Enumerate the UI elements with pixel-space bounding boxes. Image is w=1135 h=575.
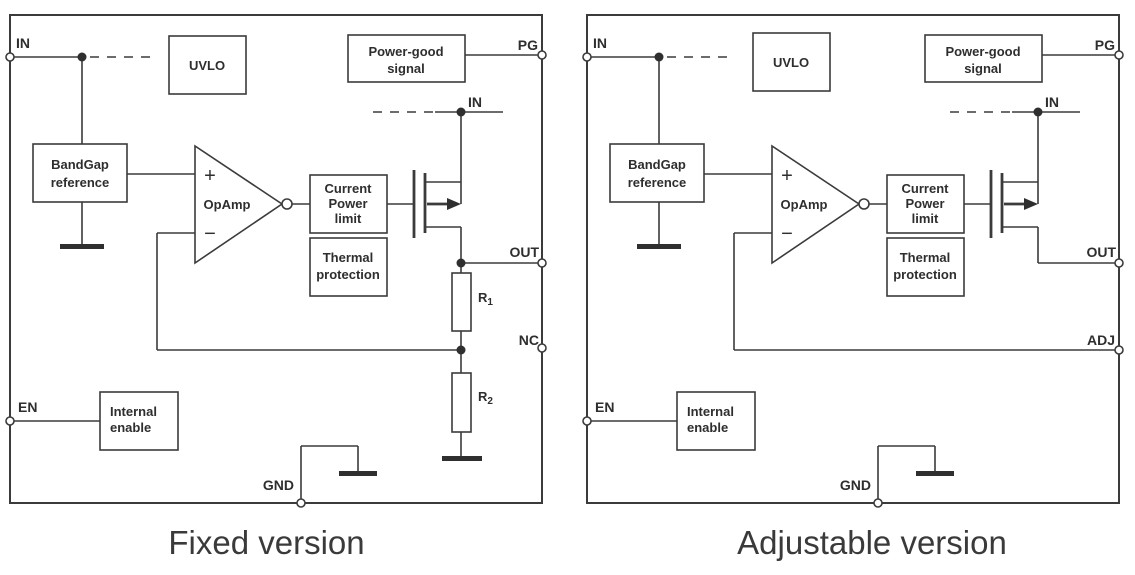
pin-nc [537, 343, 547, 353]
thermal-label-2: protection [316, 267, 380, 282]
mosfet-arrow-icon [1024, 198, 1038, 210]
pin-label-pg: PG [1095, 37, 1115, 53]
mosfet-arrow-icon [447, 198, 461, 210]
current-limit-label-1: Current [902, 181, 950, 196]
pin-label-gnd: GND [263, 477, 294, 493]
current-limit-label-2: Power [328, 196, 367, 211]
pin-in [5, 52, 15, 62]
ground-symbols [637, 244, 954, 476]
uvlo-block [752, 32, 831, 92]
pin-label-in: IN [16, 35, 30, 51]
current-power-limit-block [886, 174, 965, 234]
resistor-r1 [451, 272, 472, 332]
resistor-r2 [451, 372, 472, 433]
ground-icon [60, 244, 104, 249]
wires [10, 54, 542, 503]
uvlo-label: UVLO [189, 58, 225, 73]
pass-transistor-icon [412, 170, 450, 238]
pass-transistor-icon [989, 170, 1027, 238]
pin-en [582, 416, 592, 426]
junction-dots [77, 52, 466, 355]
opamp-label: OpAmp [204, 197, 251, 212]
internal-enable-label-2: enable [110, 420, 151, 435]
wires [587, 54, 1119, 503]
pin-label-pg: PG [518, 37, 538, 53]
r2-label: R2 [478, 389, 493, 407]
thermal-label-2: protection [893, 267, 957, 282]
pin-label-gnd: GND [840, 477, 871, 493]
current-limit-label-1: Current [325, 181, 373, 196]
adjustable-version-diagram: IN PG IN OUT ADJ EN GND UVLO Power-good … [582, 14, 1124, 508]
pin-gnd [873, 498, 883, 508]
pin-label-in-fet: IN [1045, 94, 1059, 110]
bandgap-label-1: BandGap [51, 157, 109, 172]
opamp-label: OpAmp [781, 197, 828, 212]
power-good-block [347, 34, 466, 83]
internal-enable-block [99, 391, 179, 451]
thermal-protection-block [886, 237, 965, 297]
adjustable-version-caption: Adjustable version [737, 524, 1007, 561]
pin-pg [537, 50, 547, 60]
opamp-triangle [194, 144, 284, 265]
opamp-minus-sign: − [204, 223, 216, 245]
current-limit-label-3: limit [335, 211, 362, 226]
bandgap-label-1: BandGap [628, 157, 686, 172]
pin-out [537, 258, 547, 268]
pin-en [5, 416, 15, 426]
pin-in [582, 52, 592, 62]
internal-enable-label-1: Internal [110, 404, 157, 419]
thermal-label-1: Thermal [900, 250, 951, 265]
pin-pg [1114, 50, 1124, 60]
bandgap-label-2: reference [628, 175, 687, 190]
pin-label-out: OUT [509, 244, 539, 260]
pin-label-in: IN [593, 35, 607, 51]
pin-label-en: EN [18, 399, 37, 415]
current-power-limit-block [309, 174, 388, 234]
pin-label-en: EN [595, 399, 614, 415]
opamp-minus-sign: − [781, 223, 793, 245]
fixed-version-diagram: IN PG IN OUT NC EN GND UVLO Power-good s… [5, 14, 547, 508]
opamp-plus-sign: + [781, 165, 793, 187]
thermal-protection-block [309, 237, 388, 297]
current-limit-label-3: limit [912, 211, 939, 226]
opamp-output-bubble [281, 198, 293, 210]
internal-enable-label-1: Internal [687, 404, 734, 419]
uvlo-block [168, 35, 247, 95]
ground-icon [442, 456, 482, 461]
pin-label-out: OUT [1086, 244, 1116, 260]
pin-terminals [582, 50, 1124, 508]
power-good-block [924, 34, 1043, 83]
r1-label: R1 [478, 290, 493, 308]
pin-out [1114, 258, 1124, 268]
chip-border [586, 14, 1120, 504]
pin-label-in-fet: IN [468, 94, 482, 110]
ground-icon [339, 471, 377, 476]
bandgap-block [609, 143, 705, 203]
power-good-label-2: signal [964, 61, 1002, 76]
internal-enable-block [676, 391, 756, 451]
pin-adj [1114, 345, 1124, 355]
opamp-plus-sign: + [204, 165, 216, 187]
fixed-version-caption: Fixed version [168, 524, 365, 561]
bandgap-label-2: reference [51, 175, 110, 190]
ground-icon [637, 244, 681, 249]
pin-label-nc: NC [519, 332, 539, 348]
uvlo-label: UVLO [773, 55, 809, 70]
power-good-label-1: Power-good [368, 44, 443, 59]
pin-label-adj: ADJ [1087, 332, 1115, 348]
pin-gnd [296, 498, 306, 508]
power-good-label-2: signal [387, 61, 425, 76]
ground-symbols [60, 244, 482, 476]
power-good-label-1: Power-good [945, 44, 1020, 59]
opamp-triangle [771, 144, 861, 265]
opamp-output-bubble [858, 198, 870, 210]
current-limit-label-2: Power [905, 196, 944, 211]
junction-dots [654, 52, 1043, 117]
internal-enable-label-2: enable [687, 420, 728, 435]
thermal-label-1: Thermal [323, 250, 374, 265]
pin-terminals [5, 50, 547, 508]
ground-icon [916, 471, 954, 476]
bandgap-block [32, 143, 128, 203]
